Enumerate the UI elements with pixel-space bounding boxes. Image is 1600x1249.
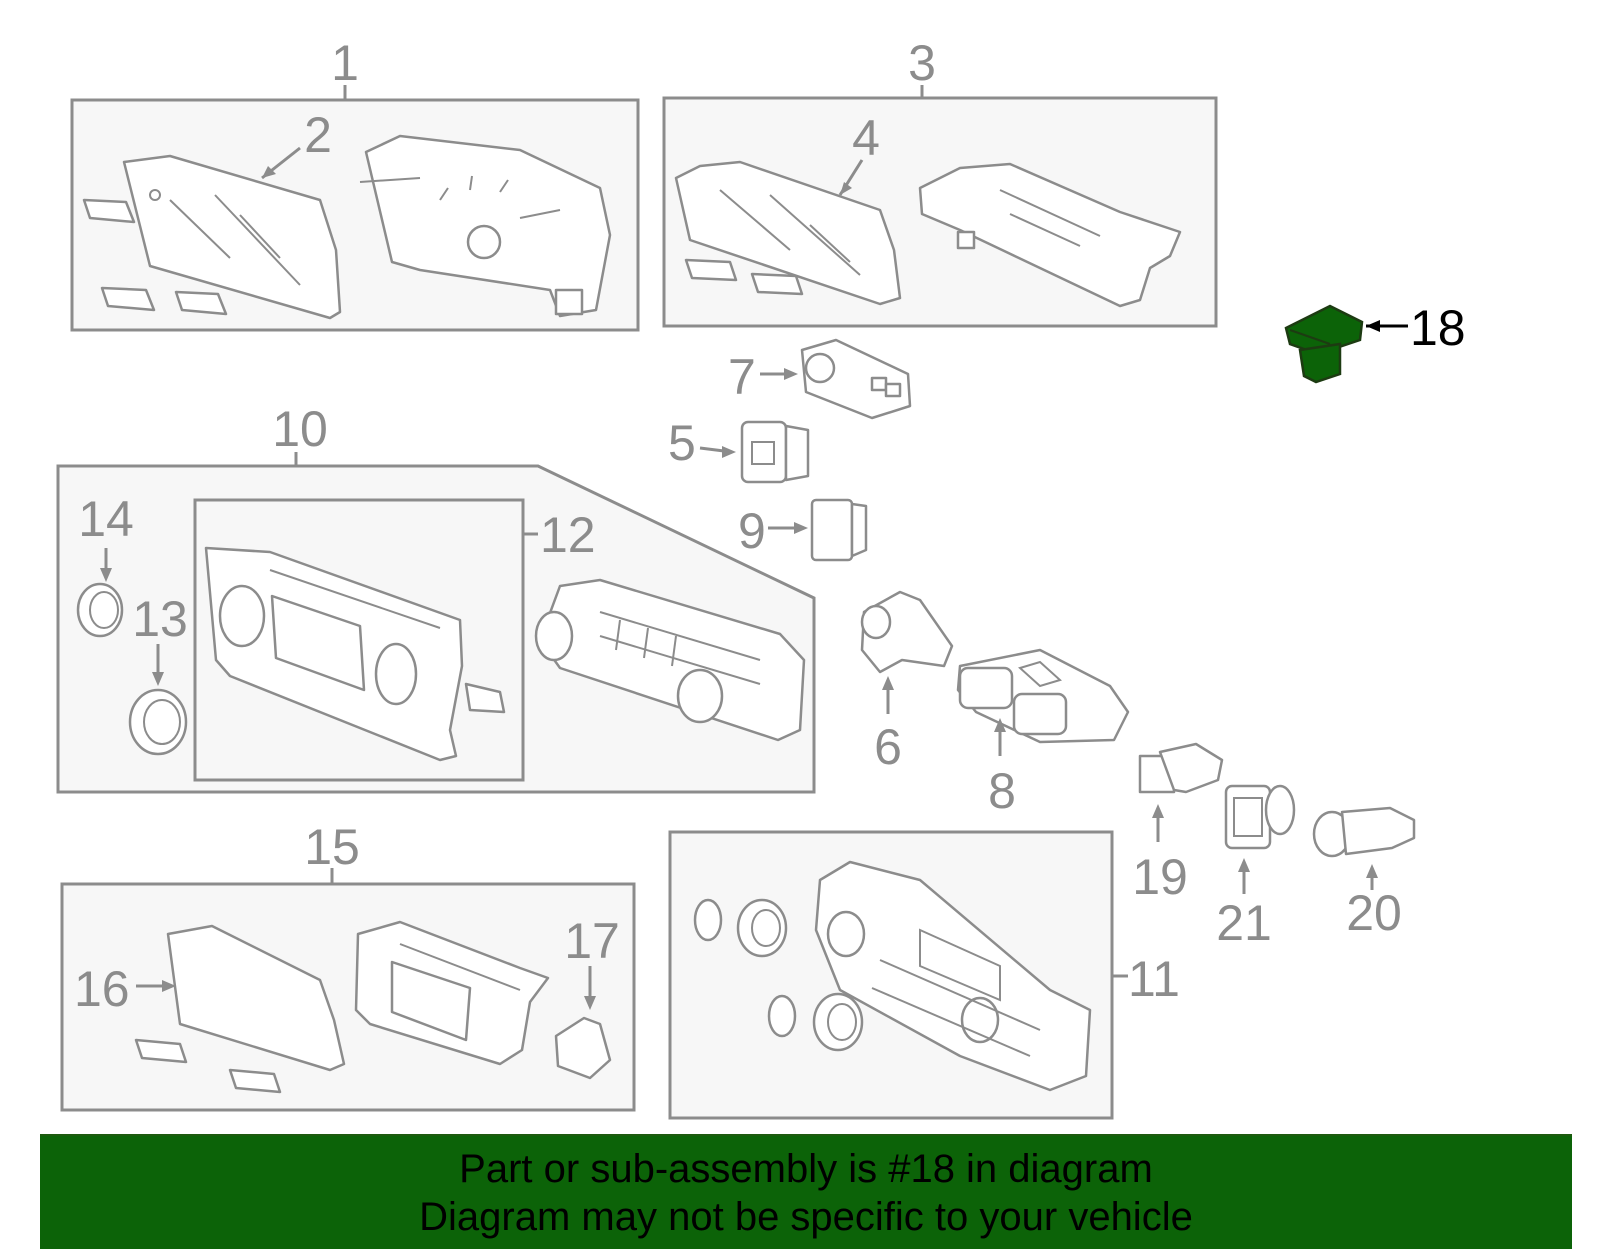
callout-14[interactable]: 14 [78,491,134,547]
callout-9[interactable]: 9 [738,503,766,559]
pad-part [82,198,136,224]
callout-2[interactable]: 2 [304,107,332,163]
switch-part-5[interactable]: 5 [668,415,810,484]
meter-lens-part-2[interactable] [122,154,342,320]
callout-11[interactable]: 11 [1128,951,1180,1007]
pad-part [174,290,228,316]
socket-part-21[interactable]: 21 [1216,784,1296,951]
pad-part [750,272,804,296]
callout-6[interactable]: 6 [874,719,902,775]
callout-3[interactable]: 3 [908,35,936,91]
switch-part-8[interactable]: 8 [956,648,1130,819]
part-18-shape[interactable] [1284,304,1364,356]
callout-15[interactable]: 15 [304,819,360,875]
info-banner: Part or sub-assembly is #18 in diagram D… [40,1134,1572,1249]
callout-16[interactable]: 16 [74,961,130,1017]
meter-lens-part-4[interactable] [674,160,902,306]
assembly-group-11: 11 [668,830,1180,1120]
ring-part-14[interactable] [76,582,124,638]
pad-part [134,1038,188,1064]
callout-21[interactable]: 21 [1216,895,1272,951]
callout-19[interactable]: 19 [1132,849,1188,905]
assembly-group-15: 15 16 17 [60,819,636,1112]
callout-12[interactable]: 12 [540,507,596,563]
banner-disclaimer: Diagram may not be specific to your vehi… [419,1195,1193,1239]
climate-panel-part [814,860,1092,1092]
switch-part-19[interactable]: 19 [1132,742,1224,905]
callout-17[interactable]: 17 [564,913,620,969]
switch-part-7[interactable]: 7 [728,338,912,420]
assembly-group-10: 10 12 14 13 [56,401,816,794]
ring-part-13[interactable] [128,688,188,756]
assembly-box-15 [60,882,636,1112]
callout-18[interactable]: 18 [1410,300,1466,356]
switch-part-6[interactable]: 6 [860,590,954,775]
display-body-part [918,162,1182,308]
connector-part-17[interactable] [554,1016,612,1080]
callout-20[interactable]: 20 [1346,885,1402,941]
assembly-group-1: 1 2 [70,35,640,332]
pad-part [228,1068,282,1094]
callout-7[interactable]: 7 [728,349,756,405]
banner-part-note: Part or sub-assembly is #18 in diagram [459,1147,1153,1191]
callout-1[interactable]: 1 [331,35,359,91]
callout-4[interactable]: 4 [852,110,880,166]
callout-13[interactable]: 13 [132,591,188,647]
switch-part-9[interactable]: 9 [738,498,868,562]
callout-5[interactable]: 5 [668,415,696,471]
socket-part-20[interactable]: 20 [1312,806,1416,941]
meter-lens-part-16[interactable] [166,924,346,1072]
assembly-group-3: 3 4 [662,35,1218,328]
pad-part [100,286,156,312]
callout-8[interactable]: 8 [988,763,1016,819]
pad-part [684,258,738,282]
highlighted-part-18[interactable]: 18 [1284,300,1466,384]
callout-10[interactable]: 10 [272,401,328,457]
